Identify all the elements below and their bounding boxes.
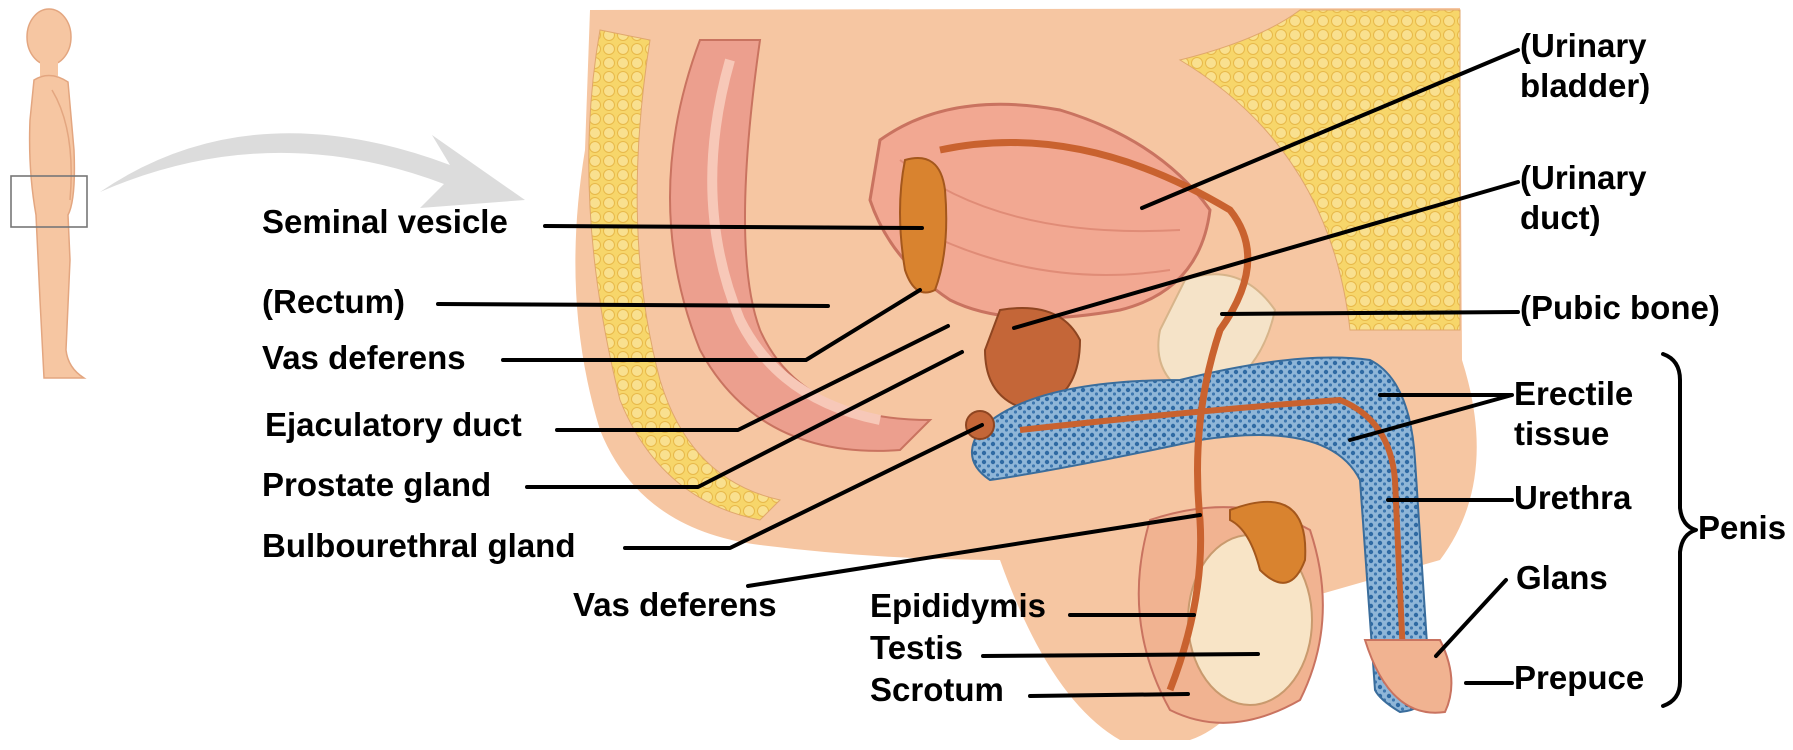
penis-bracket xyxy=(1663,354,1696,706)
leader-scrotum xyxy=(1030,694,1188,696)
leader-seminal-vesicle xyxy=(545,226,922,228)
label-rectum: (Rectum) xyxy=(262,282,405,322)
label-epididymis: Epididymis xyxy=(870,586,1046,626)
arrow-icon xyxy=(100,133,525,208)
body-silhouette-icon xyxy=(11,9,87,378)
label-urinary-duct: (Urinary duct) xyxy=(1520,158,1647,238)
label-urethra: Urethra xyxy=(1514,478,1631,518)
leader-testis xyxy=(983,654,1258,656)
pelvic-section xyxy=(575,8,1476,740)
label-seminal-vesicle: Seminal vesicle xyxy=(262,202,508,242)
label-vas-deferens-upper: Vas deferens xyxy=(262,338,466,378)
label-ejaculatory-duct: Ejaculatory duct xyxy=(265,405,522,445)
label-vas-deferens-lower: Vas deferens xyxy=(573,585,777,625)
label-scrotum: Scrotum xyxy=(870,670,1004,710)
label-glans: Glans xyxy=(1516,558,1608,598)
label-prostate-gland: Prostate gland xyxy=(262,465,491,505)
leader-rectum xyxy=(438,304,828,306)
leader-pubic-bone xyxy=(1222,312,1518,314)
label-penis: Penis xyxy=(1698,508,1786,548)
leader-glans xyxy=(1436,580,1506,656)
label-testis: Testis xyxy=(870,628,963,668)
label-pubic-bone: (Pubic bone) xyxy=(1520,288,1720,328)
label-erectile-tissue: Erectile tissue xyxy=(1514,374,1633,454)
label-urinary-bladder: (Urinary bladder) xyxy=(1520,26,1650,106)
label-bulbourethral-gland: Bulbourethral gland xyxy=(262,526,576,566)
label-prepuce: Prepuce xyxy=(1514,658,1644,698)
